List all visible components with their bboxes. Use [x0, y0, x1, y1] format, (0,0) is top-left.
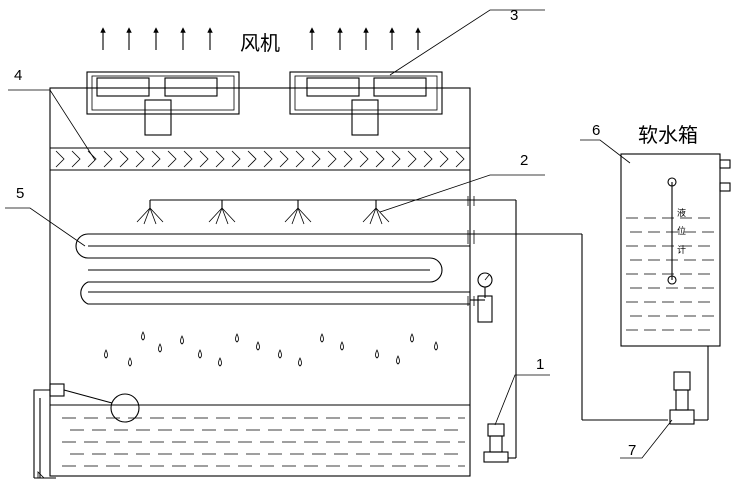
water-basin — [50, 404, 470, 467]
level-gauge-char-2: 位 — [677, 225, 686, 237]
fan-label: 风机 — [240, 31, 280, 55]
level-gauge-char-3: 计 — [677, 244, 686, 256]
fan-arrows-right — [309, 27, 421, 50]
tower-casing — [49, 87, 471, 477]
callout-2: 2 — [520, 152, 528, 169]
soft-water-tank-label: 软水箱 — [638, 123, 698, 147]
callout-1: 1 — [536, 356, 544, 373]
spray-nozzles — [136, 199, 470, 225]
callout-3: 3 — [510, 7, 518, 24]
fan-arrows-left — [100, 27, 213, 50]
coil-piping — [467, 196, 668, 421]
level-gauge-char-1: 液 — [677, 207, 686, 219]
fan-unit-right — [289, 71, 443, 136]
spray-pump — [470, 199, 517, 463]
makeup-pump — [669, 346, 709, 425]
drift-eliminator — [50, 147, 470, 171]
float-valve — [33, 383, 140, 479]
soft-water-tank — [620, 153, 731, 347]
water-droplets — [104, 331, 438, 367]
heat-exchange-coil — [75, 233, 470, 305]
callout-4: 4 — [14, 67, 22, 84]
leader-lines — [5, 9, 673, 459]
callout-7: 7 — [628, 442, 636, 459]
fan-unit-left — [86, 71, 240, 136]
callout-6: 6 — [592, 122, 600, 139]
callout-5: 5 — [16, 185, 24, 202]
